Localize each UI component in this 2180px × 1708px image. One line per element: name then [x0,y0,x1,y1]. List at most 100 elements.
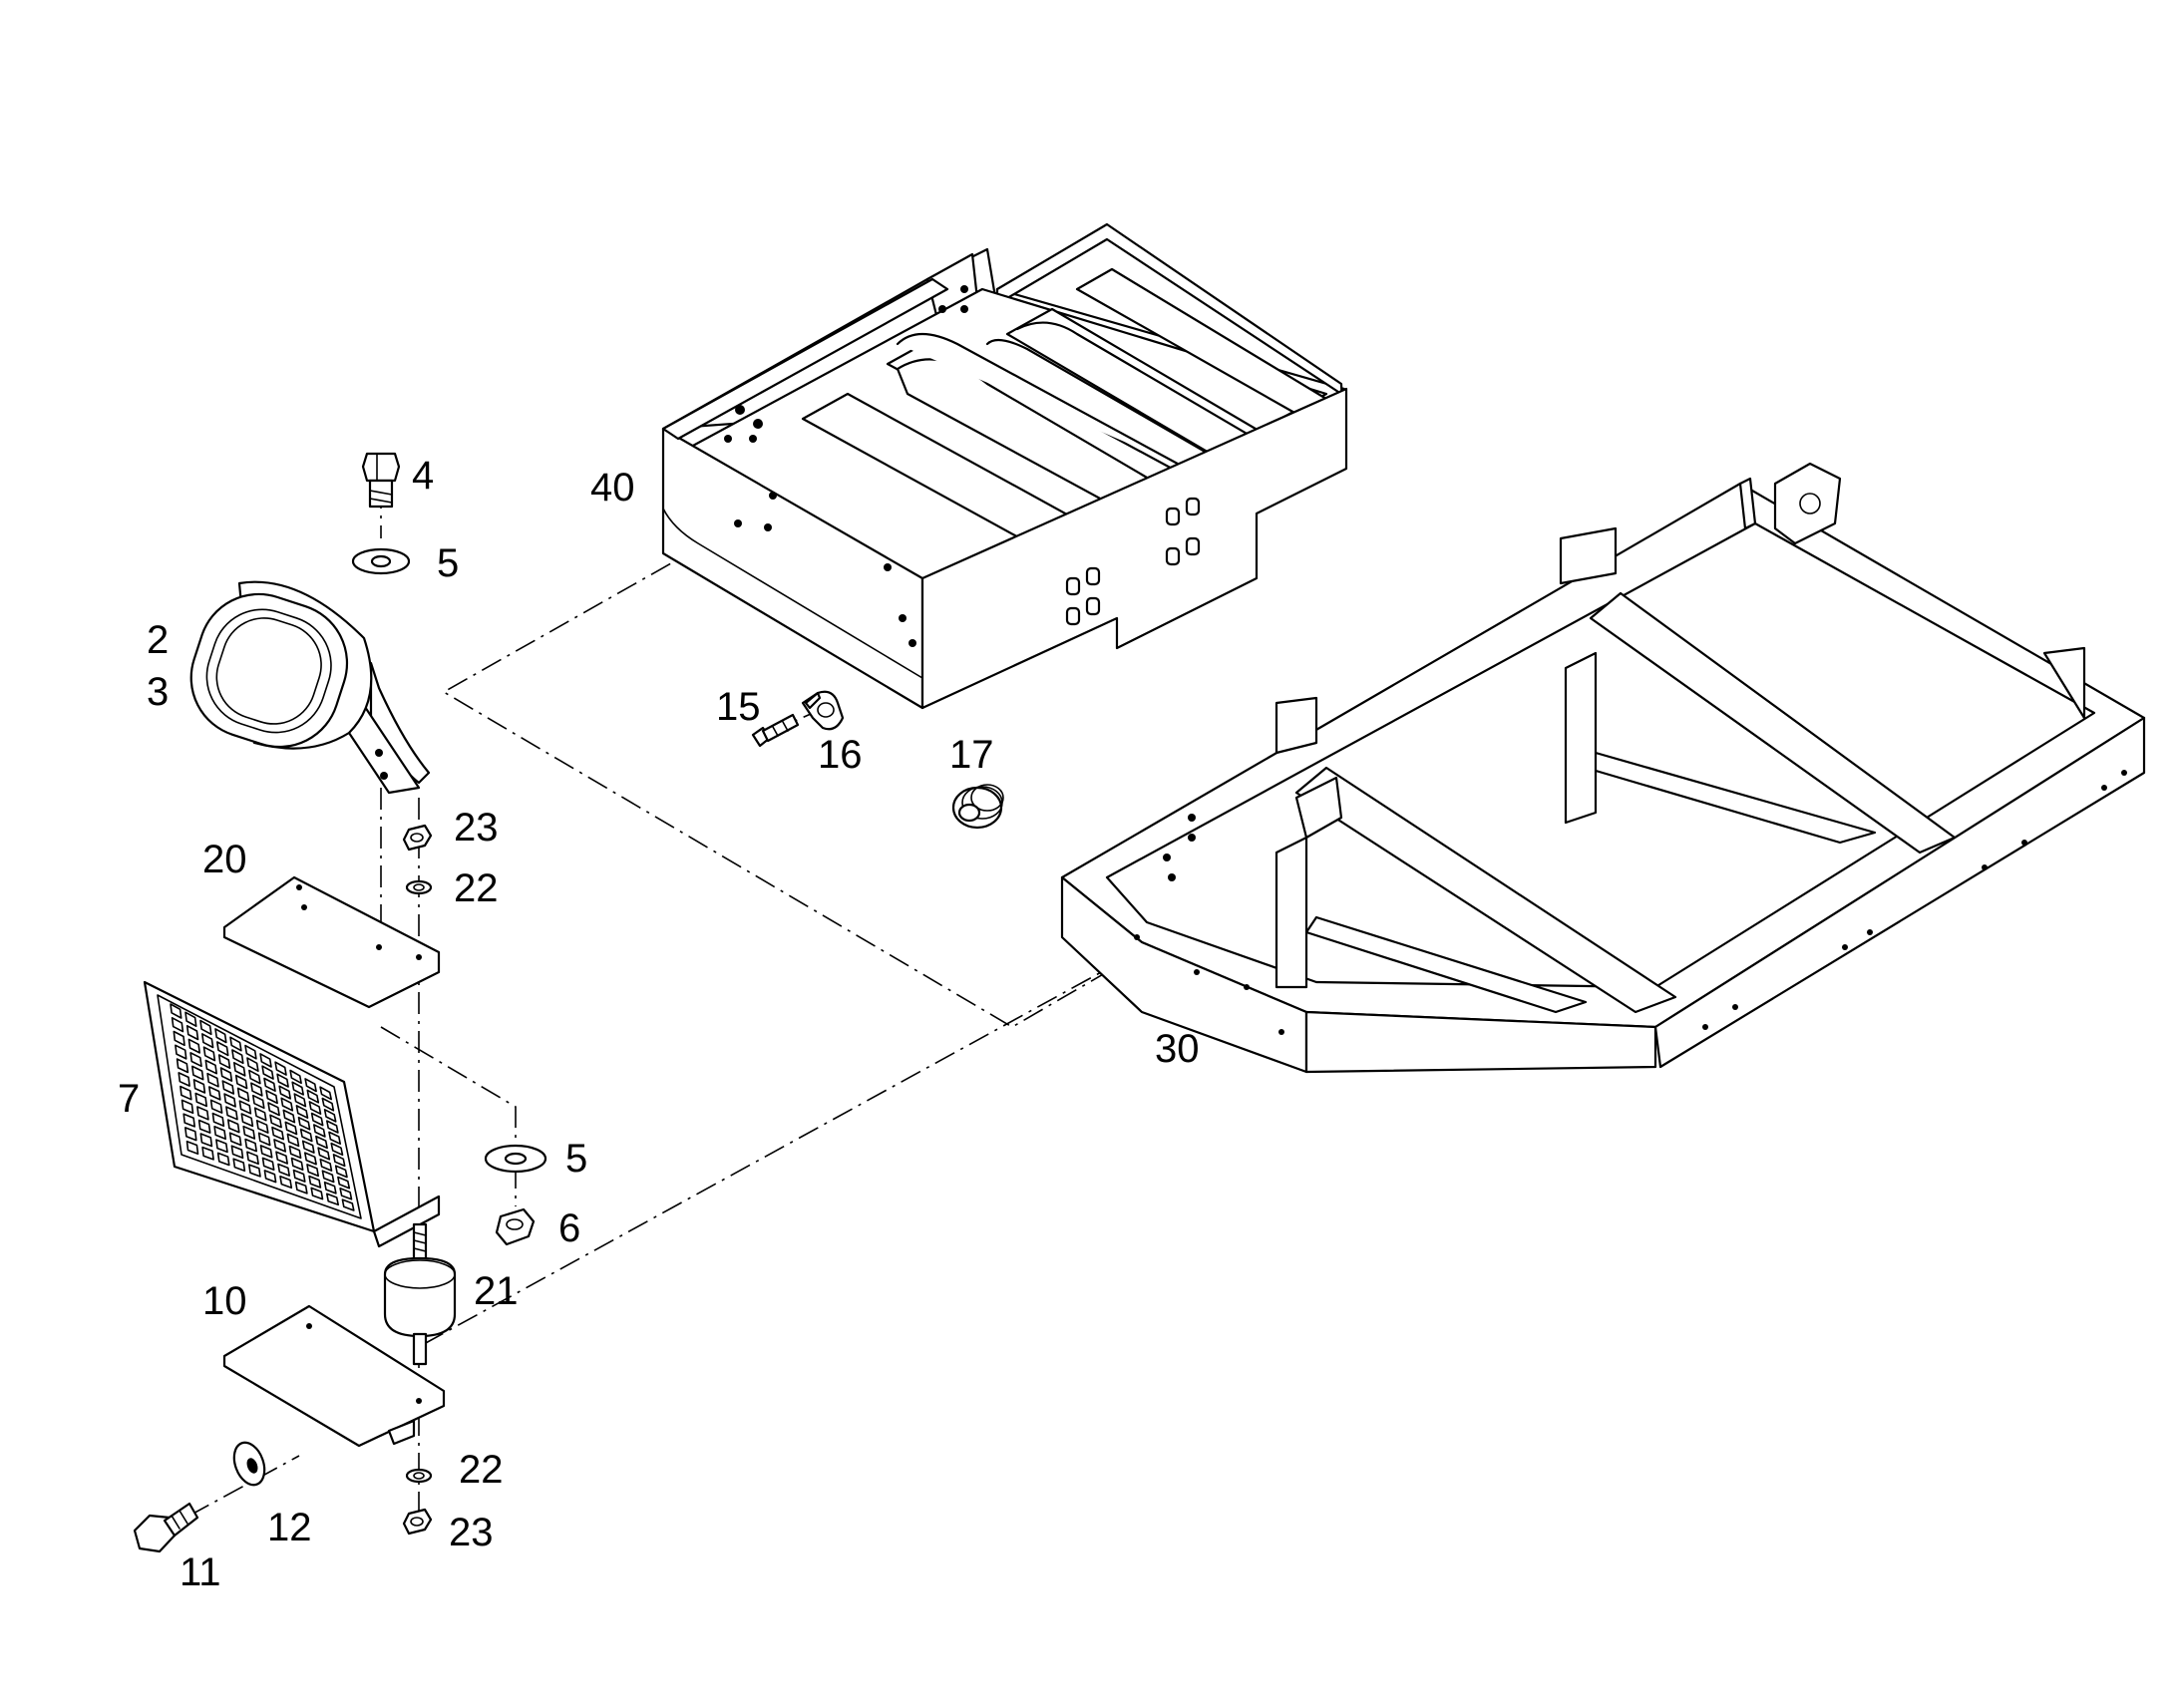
lock-washer-upper [405,879,433,895]
grille-hole [209,1099,223,1114]
grille-hole [328,1131,342,1145]
grille-hole [171,1016,184,1033]
grille-hole [185,1140,199,1155]
callout-4: 4 [412,454,434,498]
leader-lamp-to-washer [380,1026,517,1145]
grille-hole [261,1157,275,1171]
grille-hole [248,1164,261,1178]
grille-hole [284,1121,298,1136]
grille-hole [244,1138,258,1153]
grille-hole [170,1003,182,1019]
grille-hole [306,1164,320,1178]
grille-hole [280,1097,294,1112]
grille-hole [208,1086,221,1101]
grille-hole [181,1099,194,1115]
grille-hole [227,1119,240,1134]
grille-hole [244,1044,257,1060]
grille-hole [263,1077,276,1092]
callout-22-lower: 22 [459,1448,504,1492]
grille-hole [213,1126,226,1141]
grille-hole [215,1139,228,1154]
grille-hole [269,1114,282,1129]
grille-hole [187,1038,200,1054]
grille-hole [330,1142,344,1157]
grille-hole [204,1059,217,1075]
grille-hole [304,1078,317,1093]
grille-hole [295,1105,309,1119]
grille-hole [178,1072,190,1087]
grille-hole [233,1062,246,1077]
grommet [951,784,1004,830]
grille-hole [223,1093,236,1108]
callout-17: 17 [949,733,994,777]
grille-hole [337,1176,351,1190]
grille-hole [289,1069,302,1085]
grille-hole [238,1100,252,1115]
callout-21: 21 [474,1269,519,1313]
grille-hole [191,1065,204,1081]
grille-hole [259,1053,272,1068]
grille-hole [173,1030,185,1047]
callout-5-lower: 5 [565,1137,587,1181]
grille-hole [240,1113,254,1128]
callout-30: 30 [1155,1027,1200,1071]
grille-hole [253,1107,267,1122]
callout-5-upper: 5 [437,541,459,585]
grille-hole [279,1176,293,1190]
grille-hole [250,1082,263,1097]
callout-11: 11 [180,1550,221,1594]
mounting-plate [222,875,441,1009]
callout-16: 16 [818,733,863,777]
grille-hole [321,1097,335,1112]
grille-hole [197,1119,211,1134]
grille-hole [225,1106,238,1121]
washer-top [351,547,411,575]
grille-mesh [170,1003,355,1211]
grille-hole [242,1125,256,1140]
screw-15 [751,713,800,748]
grille-hole [182,1113,195,1128]
grille-hole [196,1106,209,1121]
grille-hole [297,1116,311,1131]
grille-hole [286,1133,300,1148]
grille-guard [143,980,441,1248]
washer-12 [232,1441,266,1487]
grille-hole [261,1065,274,1080]
grille-hole [265,1090,278,1105]
rubber-mount [383,1222,457,1366]
grille-hole [194,1092,207,1108]
grille-hole [301,1140,315,1154]
grille-hole [176,1058,189,1074]
grille-hole [199,1133,213,1148]
nut-upper [402,824,433,852]
grille-hole [252,1094,265,1110]
work-lamp [189,580,431,795]
leader-plate-to-frame [423,936,1166,1345]
hex-bolt-top [361,452,401,509]
grille-hole [319,1086,333,1101]
grille-hole [308,1175,322,1189]
grille-hole [201,1033,214,1049]
callout-2: 2 [147,618,169,662]
grille-hole [291,1081,305,1096]
cable-clamp [801,690,845,731]
grille-hole [216,1152,230,1167]
grille-hole [219,1067,233,1082]
callout-7: 7 [118,1077,140,1121]
grille-hole [246,1151,259,1166]
grille-hole [248,1069,261,1085]
grille-hole [216,1041,229,1057]
grille-hole [325,1193,340,1206]
grille-hole [230,1145,244,1160]
grille-hole [232,1158,246,1172]
grille-hole [275,1151,289,1165]
grille-hole [310,1112,324,1127]
grille-hole [267,1102,280,1117]
grille-hole [271,1126,285,1141]
callout-23-lower: 23 [449,1511,494,1554]
grille-hole [321,1170,335,1184]
grille-hole [175,1044,187,1060]
grille-hole [259,1145,273,1159]
grille-hole [214,1028,227,1044]
